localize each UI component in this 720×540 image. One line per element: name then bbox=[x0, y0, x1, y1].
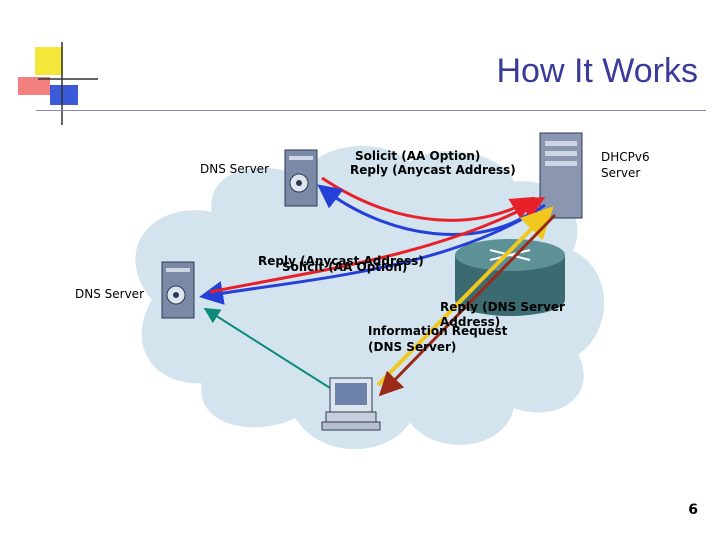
router-icon bbox=[455, 239, 565, 316]
arrow-info-request bbox=[376, 206, 554, 387]
arrow-solicit-top bbox=[321, 176, 536, 222]
deco-square-blue bbox=[50, 85, 78, 105]
server-icon-dhcp bbox=[539, 132, 583, 219]
label-dns-server-left: DNS Server bbox=[75, 287, 144, 301]
arrow-reply-mid bbox=[199, 203, 546, 305]
arrow-client-dns bbox=[203, 307, 331, 389]
server-icon-top bbox=[284, 149, 318, 207]
deco-square-red bbox=[18, 77, 50, 95]
title-rule bbox=[36, 110, 706, 111]
label-dhcp-line2: Server bbox=[601, 166, 641, 180]
server-icon-left bbox=[161, 261, 195, 319]
label-reply-top: Reply (Anycast Address) bbox=[350, 163, 516, 177]
computer-icon bbox=[321, 377, 381, 431]
arrow-reply-dns bbox=[378, 213, 557, 397]
label-reply-dns-line1: Reply (DNS Server bbox=[440, 300, 565, 314]
arrow-solicit-mid bbox=[209, 197, 546, 294]
label-solicit-top: Solicit (AA Option) bbox=[355, 149, 481, 163]
label-reply-mid: Reply (Anycast Address) bbox=[258, 254, 424, 268]
label-solicit-mid: Solicit (AA Option) bbox=[282, 260, 408, 274]
page-number: 6 bbox=[688, 502, 698, 518]
label-info-request-line2: (DNS Server) bbox=[368, 340, 457, 354]
label-dhcp-line1: DHCPv6 bbox=[601, 150, 650, 164]
label-info-request-line1: Information Request bbox=[368, 324, 508, 338]
slide-title: How It Works bbox=[496, 52, 698, 90]
deco-square-yellow bbox=[35, 47, 63, 75]
cloud-shape bbox=[132, 142, 608, 453]
label-dns-server-top: DNS Server bbox=[200, 162, 269, 176]
label-reply-dns-line2: Address) bbox=[440, 315, 501, 329]
